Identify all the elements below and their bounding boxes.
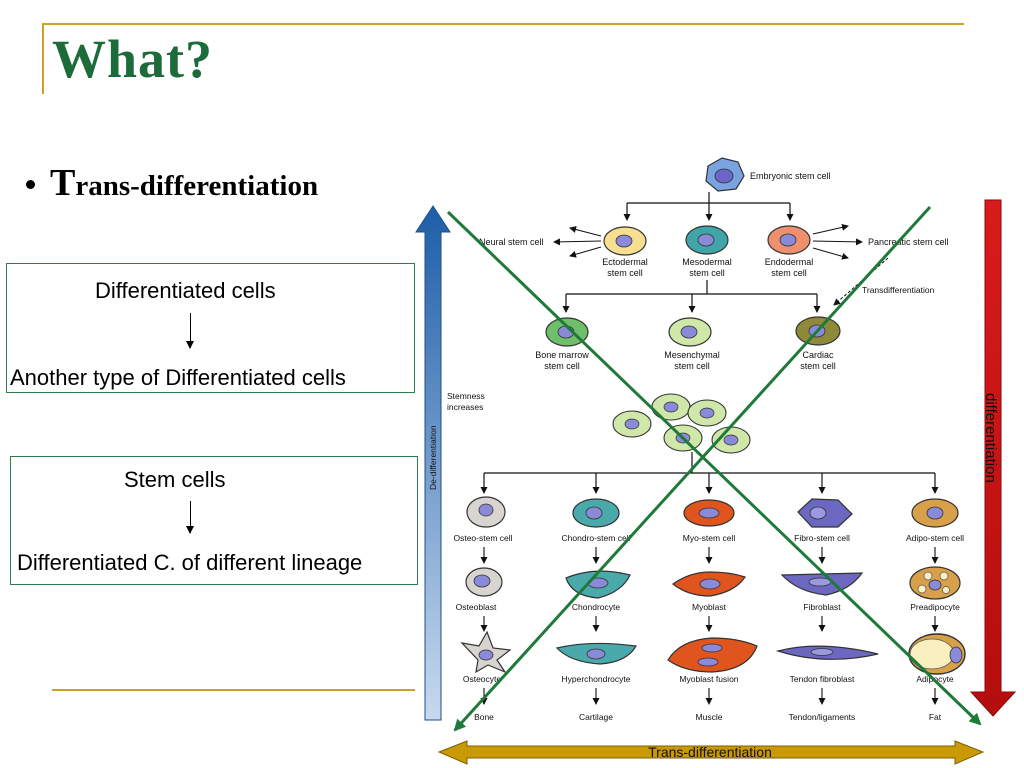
lineage-connectors [480,452,939,494]
osteoblast-cell [465,567,503,597]
chondro-stem-cell [572,498,620,528]
embryonic-connectors [623,192,794,221]
endodermal-label-1: Endodermal [765,257,814,267]
ectodermal-label-1: Ectodermal [602,257,648,267]
box2-top-text: Stem cells [124,467,226,492]
cardiac-label-2: stem cell [800,361,836,371]
box2-down-arrow [186,501,194,534]
box1-top-text: Differentiated cells [95,278,276,303]
fibro-stem-label: Fibro-stem cell [794,533,850,543]
neural-label: Neural stem cell [479,237,544,247]
trans-differentiation-arrow [437,740,985,765]
mesodermal-connectors [562,280,821,313]
tendon-fibroblast-label: Tendon fibroblast [790,674,855,684]
dedifferentiation-label: De-differentiation [428,425,438,490]
myoblast-label: Myoblast [692,602,727,612]
endodermal-cell [767,225,811,255]
preadipocyte-cell [909,566,961,600]
example-box-stem: Stem cells Differentiated C. of differen… [10,456,418,585]
adipo-stem-label: Adipo-stem cell [906,533,964,543]
differentiation-label: differentiation [982,393,999,483]
left-rule [42,23,44,94]
bottom-rule [52,689,415,691]
fibroblast-label: Fibroblast [803,602,841,612]
neural-arrows [553,226,602,258]
osteocyte-label: Osteocyte [463,674,502,684]
example-box-differentiated: Differentiated cells Another type of Dif… [6,263,415,393]
bone-marrow-label-1: Bone marrow [535,350,589,360]
myo-stem-label: Myo-stem cell [683,533,736,543]
box1-bottom-text: Another type of Differentiated cells [10,365,346,390]
pancreatic-label: Pancreatic stem cell [868,237,949,247]
adipocyte-cell [908,633,966,675]
osteo-stem-cell [466,496,506,528]
dedifferentiation-arrow [415,205,451,721]
tendon-fibroblast-cell [775,645,879,660]
top-rule [42,23,964,25]
fibroblast-cell [780,572,864,596]
hyperchondrocyte-cell [555,642,637,665]
bone-label: Bone [474,712,494,722]
cross-line-down-left [453,205,932,732]
osteoblast-label: Osteoblast [456,602,497,612]
tendon-ligaments-label: Tendon/ligaments [789,712,856,722]
chondrocyte-cell [565,570,631,599]
stemness-label-1: Stemness [447,391,485,401]
mesenchymal-stem-cell [668,317,712,347]
hyperchondrocyte-label: Hyperchondrocyte [562,674,631,684]
myo-stem-cell [683,499,735,527]
myoblast-fusion-label: Myoblast fusion [679,674,738,684]
mesenchymal-cell-cluster [612,393,751,454]
differentiation-arrow [969,199,1017,717]
fibro-stem-cell [797,498,853,528]
osteo-stem-label: Osteo-stem cell [453,533,512,543]
embryonic-label: Embryonic stem cell [750,171,831,181]
myoblast-fusion-cell [667,637,758,673]
bullet-dot [26,180,35,189]
cardiac-label-1: Cardiac [802,350,834,360]
slide-title: What? [52,29,214,89]
transdifferentiation-note: Transdifferentiation [862,285,935,295]
fat-label: Fat [929,712,942,722]
bullet-heading: Trans-differentiation [50,161,318,205]
mesodermal-label-2: stem cell [689,268,725,278]
osteocyte-cell [460,630,512,674]
embryonic-stem-cell [705,157,745,192]
chondrocyte-label: Chondrocyte [572,602,620,612]
mesenchymal-label-1: Mesenchymal [664,350,720,360]
muscle-label: Muscle [696,712,723,722]
bone-marrow-label-2: stem cell [544,361,580,371]
cartilage-label: Cartilage [579,712,613,722]
ectodermal-label-2: stem cell [607,268,643,278]
bullet-initial: T [50,162,76,204]
box1-down-arrow [186,313,194,349]
trans-differentiation-label: Trans-differentiation [648,744,772,760]
box2-bottom-text: Differentiated C. of different lineage [17,550,363,575]
mesodermal-cell [685,225,729,255]
endodermal-label-2: stem cell [771,268,807,278]
cross-line-down-right [446,210,982,726]
ectodermal-cell [603,226,647,256]
pancreatic-arrows [812,223,863,260]
mesodermal-label-1: Mesodermal [682,257,732,267]
stemness-label-2: increases [447,402,483,412]
chondro-stem-label: Chondro-stem cell [562,533,631,543]
mesenchymal-label-2: stem cell [674,361,710,371]
preadipocyte-label: Preadipocyte [910,602,960,612]
adipo-stem-cell [911,498,959,528]
myoblast-cell [672,571,746,597]
bullet-rest: rans-differentiation [75,170,319,202]
